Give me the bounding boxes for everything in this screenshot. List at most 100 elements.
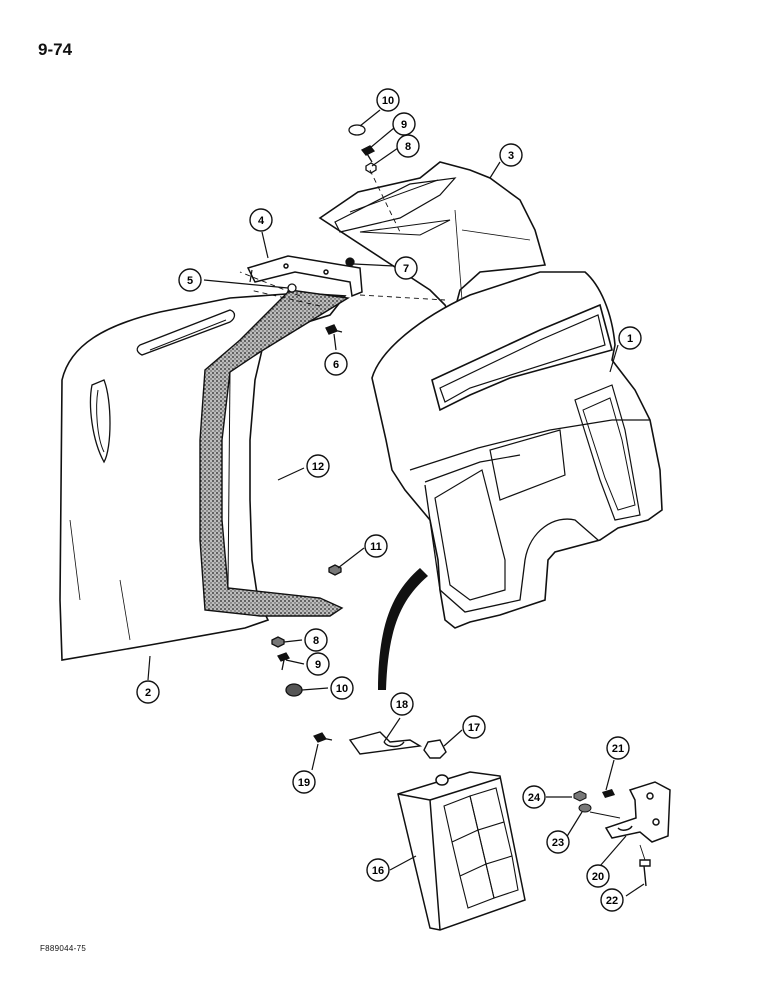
- callout-9a: 9: [392, 112, 416, 136]
- dash-housing-part-1: [371, 271, 663, 629]
- callout-label: 11: [370, 541, 382, 553]
- callout-circle: [600, 888, 624, 912]
- callout-label: 10: [336, 683, 348, 695]
- figure-code: F889044-75: [40, 944, 87, 953]
- screw-part-21: [602, 789, 615, 798]
- callout-circle: [392, 112, 416, 136]
- callout-circle: [396, 134, 420, 158]
- callout-7: 7: [394, 256, 418, 280]
- harness-strip: [378, 568, 428, 690]
- callout-circle: [394, 256, 418, 280]
- clip-part-18: [348, 731, 423, 755]
- nut-part-8-bottom: [271, 636, 285, 648]
- callout-label: 8: [405, 141, 411, 153]
- callout-label: 4: [258, 215, 265, 227]
- callouts: [147, 109, 645, 897]
- callout-circle: [306, 652, 330, 676]
- callout-label: 18: [396, 699, 408, 711]
- callout-label: 23: [552, 837, 564, 849]
- screw-part-19: [313, 732, 333, 743]
- callout-circle: [586, 864, 610, 888]
- callout-circle: [499, 143, 523, 167]
- screw-part-9-bottom: [277, 652, 290, 671]
- callout-24: 24: [522, 785, 546, 809]
- callout-circle: [376, 88, 400, 112]
- callout-circle: [366, 858, 390, 882]
- callout-label: 21: [612, 743, 624, 755]
- grommet-part-10-top: [348, 124, 366, 136]
- callout-21: 21: [606, 736, 630, 760]
- callout-label: 22: [606, 895, 618, 907]
- callout-label: 8: [313, 635, 319, 647]
- callout-label: 5: [187, 275, 193, 287]
- nut-part-5: [287, 283, 297, 293]
- callout-1: 1: [618, 326, 642, 350]
- callout-circle: [324, 352, 348, 376]
- bracket-part-20: [604, 781, 671, 843]
- cap-part-17: [423, 739, 447, 759]
- callout-10a: 10: [376, 88, 400, 112]
- callout-circle: [364, 534, 388, 558]
- callout-label: 9: [315, 659, 321, 671]
- screw-part-9-top: [360, 145, 376, 163]
- callout-circle: [136, 680, 160, 704]
- nut-part-7: [345, 257, 355, 267]
- callout-label: 19: [298, 777, 310, 789]
- callout-circle: [546, 830, 570, 854]
- callout-circle: [304, 628, 328, 652]
- callout-5: 5: [178, 268, 202, 292]
- bracket-part-4: [246, 255, 363, 298]
- callout-label: 24: [528, 792, 541, 804]
- callout-circle: [178, 268, 202, 292]
- callout-label: 10: [382, 95, 394, 107]
- callout-11: 11: [364, 534, 388, 558]
- callout-circle: [606, 736, 630, 760]
- assembly-lines: [239, 169, 446, 307]
- callout-17: 17: [462, 715, 486, 739]
- callout-label: 16: [372, 865, 384, 877]
- callout-label: 3: [508, 150, 514, 162]
- callout-circle: [306, 454, 330, 478]
- callout-label: 12: [312, 461, 324, 473]
- callout-circle: [462, 715, 486, 739]
- callout-label: 1: [627, 333, 633, 345]
- callout-18: 18: [390, 692, 414, 716]
- callout-8a: 8: [396, 134, 420, 158]
- callout-circle: [522, 785, 546, 809]
- callout-label: 2: [145, 687, 151, 699]
- callout-circle: [330, 676, 354, 700]
- callout-label: 17: [468, 722, 480, 734]
- assembly-lines-right: [589, 811, 646, 861]
- callout-2: 2: [136, 680, 160, 704]
- seal-strip-part-12: [199, 289, 351, 617]
- callout-circle: [249, 208, 273, 232]
- nut-part-24: [573, 790, 587, 802]
- callout-circle: [292, 770, 316, 794]
- page-number: 9-74: [38, 40, 73, 59]
- callout-3: 3: [499, 143, 523, 167]
- callout-label: 7: [403, 263, 409, 275]
- callout-9b: 9: [306, 652, 330, 676]
- callout-label: 9: [401, 119, 407, 131]
- washer-part-23: [578, 803, 592, 813]
- callout-12: 12: [306, 454, 330, 478]
- callout-19: 19: [292, 770, 316, 794]
- callout-label: 6: [333, 359, 339, 371]
- callout-4: 4: [249, 208, 273, 232]
- callout-label: 20: [592, 871, 604, 883]
- bolt-part-22: [639, 859, 651, 887]
- callout-10b: 10: [330, 676, 354, 700]
- callout-circle: [390, 692, 414, 716]
- callout-circle: [618, 326, 642, 350]
- callout-8b: 8: [304, 628, 328, 652]
- callout-6: 6: [324, 352, 348, 376]
- callout-22: 22: [600, 888, 624, 912]
- louver-unit-part-16: [397, 771, 526, 931]
- callout-23: 23: [546, 830, 570, 854]
- hardware-parts: [271, 124, 377, 697]
- screw-part-6: [325, 324, 343, 335]
- callout-16: 16: [366, 858, 390, 882]
- grommet-part-10-bottom: [285, 683, 303, 697]
- callout-20: 20: [586, 864, 610, 888]
